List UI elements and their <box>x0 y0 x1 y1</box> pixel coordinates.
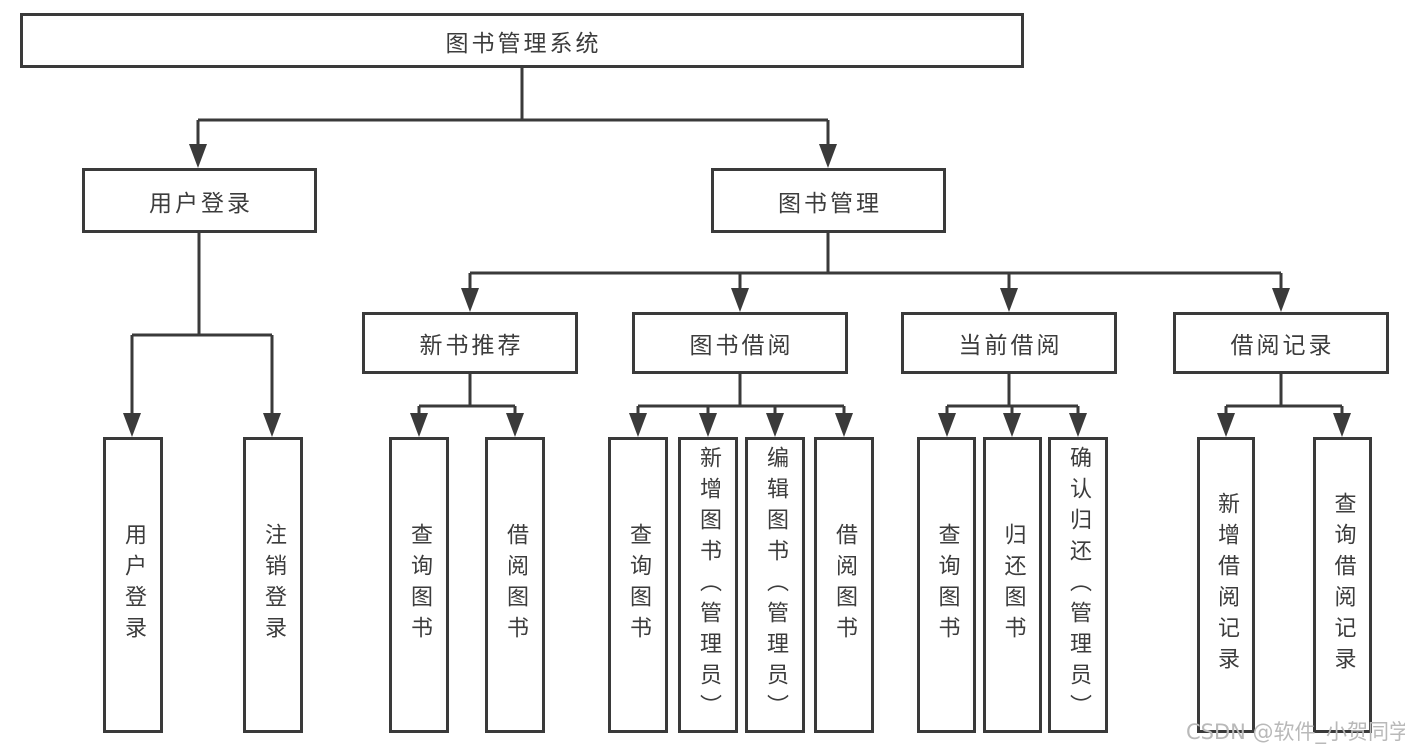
arrowhead <box>189 144 207 168</box>
arrowhead <box>1333 413 1351 437</box>
leaf-query-books-borrow-label: 查询图书 <box>626 523 651 647</box>
connectors-current-borrow <box>938 374 1087 437</box>
arrowhead <box>629 413 647 437</box>
node-root: 图书管理系统 <box>20 13 1024 68</box>
leaf-query-books-recommend: 查询图书 <box>389 437 449 733</box>
leaf-edit-book-admin-label: 编辑图书（管理员） <box>763 445 788 725</box>
arrowhead <box>1069 413 1087 437</box>
node-current-borrow-label: 当前借阅 <box>958 333 1063 359</box>
leaf-user-login: 用户登录 <box>103 437 163 733</box>
arrowhead <box>461 288 479 312</box>
arrowhead <box>1272 288 1290 312</box>
arrowhead <box>410 413 428 437</box>
node-borrow-records-label: 借阅记录 <box>1230 333 1335 359</box>
node-book-management: 图书管理 <box>711 168 946 233</box>
arrowhead <box>938 413 956 437</box>
leaf-borrow-books-recommend-label: 借阅图书 <box>503 523 528 647</box>
leaf-query-books-borrow: 查询图书 <box>608 437 668 733</box>
node-new-book-recommend: 新书推荐 <box>362 312 578 374</box>
node-root-label: 图书管理系统 <box>445 30 602 57</box>
leaf-add-book-admin: 新增图书（管理员） <box>678 437 738 733</box>
connectors-book-borrow <box>629 374 853 437</box>
leaf-confirm-return-admin-label: 确认归还（管理员） <box>1066 445 1091 725</box>
connectors-user-login <box>123 233 281 437</box>
leaf-return-book: 归还图书 <box>983 437 1042 733</box>
csdn-watermark: CSDN @软件_小贺同学 <box>1186 720 1405 744</box>
node-user-login-label: 用户登录 <box>149 190 253 217</box>
arrowhead <box>766 413 784 437</box>
connectors-borrow-records <box>1217 374 1351 437</box>
node-book-borrow: 图书借阅 <box>632 312 848 374</box>
leaf-query-books-current-label: 查询图书 <box>934 523 960 647</box>
leaf-user-login-label: 用户登录 <box>121 523 146 647</box>
arrowhead <box>699 413 717 437</box>
arrowhead <box>1217 413 1235 437</box>
leaf-query-borrow-record: 查询借阅记录 <box>1313 437 1372 733</box>
leaf-query-books-current: 查询图书 <box>917 437 976 733</box>
arrowhead <box>819 144 837 168</box>
node-new-book-recommend-label: 新书推荐 <box>419 333 524 359</box>
arrowhead <box>1000 288 1018 312</box>
leaf-borrow-books-label: 借阅图书 <box>832 523 857 647</box>
connectors-book-management <box>461 233 1290 312</box>
leaf-query-borrow-record-label: 查询借阅记录 <box>1330 492 1356 678</box>
node-book-borrow-label: 图书借阅 <box>689 333 794 359</box>
connectors-root <box>189 68 837 168</box>
leaf-borrow-books: 借阅图书 <box>814 437 874 733</box>
arrowhead <box>1003 413 1021 437</box>
connectors-new-book-recommend <box>410 374 524 437</box>
node-borrow-records: 借阅记录 <box>1173 312 1389 374</box>
leaf-return-book-label: 归还图书 <box>1000 523 1026 647</box>
leaf-logout: 注销登录 <box>243 437 303 733</box>
arrowhead <box>835 413 853 437</box>
leaf-add-borrow-record-label: 新增借阅记录 <box>1214 492 1239 678</box>
leaf-borrow-books-recommend: 借阅图书 <box>485 437 545 733</box>
node-user-login: 用户登录 <box>82 168 317 233</box>
arrowhead <box>123 413 141 437</box>
arrowhead <box>506 413 524 437</box>
leaf-query-books-recommend-label: 查询图书 <box>407 523 432 647</box>
leaf-add-book-admin-label: 新增图书（管理员） <box>696 445 721 725</box>
leaf-add-borrow-record: 新增借阅记录 <box>1197 437 1255 733</box>
arrowhead <box>263 413 281 437</box>
leaf-confirm-return-admin: 确认归还（管理员） <box>1048 437 1108 733</box>
arrowhead <box>731 288 749 312</box>
node-book-management-label: 图书管理 <box>778 190 882 217</box>
leaf-edit-book-admin: 编辑图书（管理员） <box>745 437 805 733</box>
node-current-borrow: 当前借阅 <box>901 312 1117 374</box>
leaf-logout-label: 注销登录 <box>261 523 286 647</box>
